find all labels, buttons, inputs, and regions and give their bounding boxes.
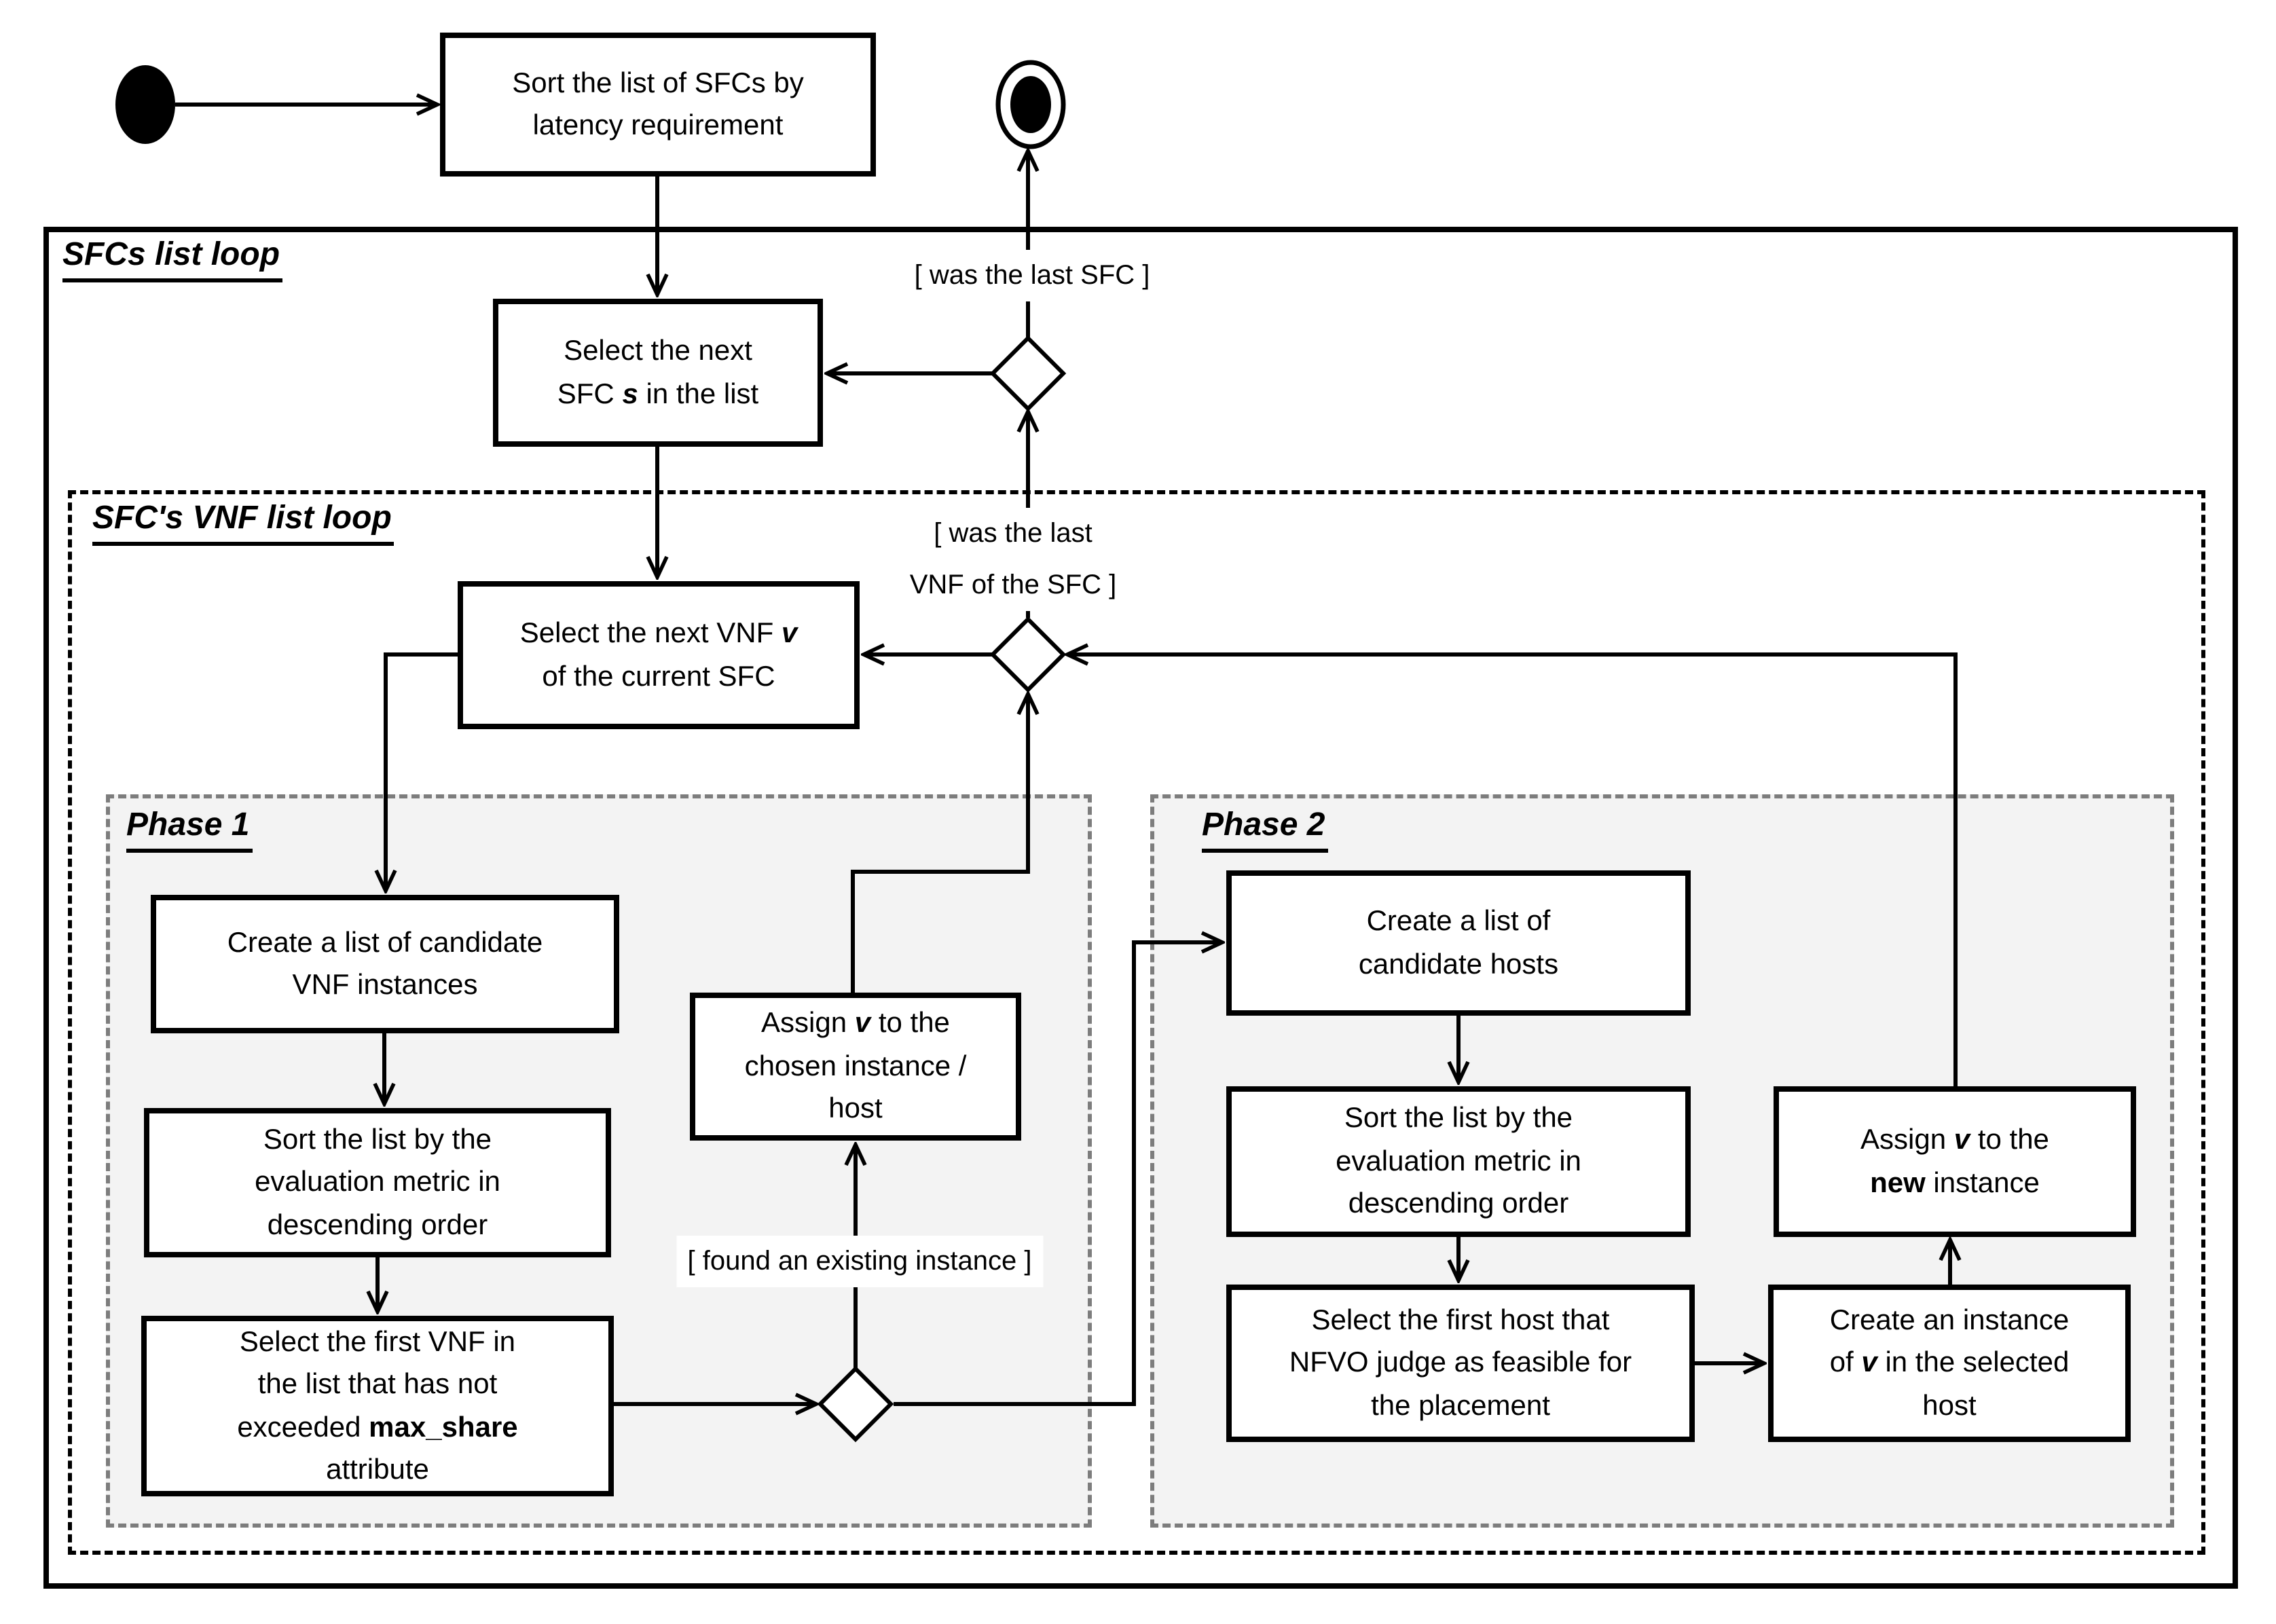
activity-sort-by-metric-phase1-text: Sort the list by the evaluation metric i… — [255, 1124, 500, 1241]
edge-assign-new-to-decision-last-vnf — [1067, 654, 1958, 1086]
frame-sfcs-list-loop — [43, 227, 2238, 1589]
decision-last-sfc-diamond — [989, 335, 1067, 412]
initial-node — [115, 65, 175, 144]
activity-select-next-vnf: Select the next VNF v of the current SFC — [458, 581, 860, 729]
activity-create-instance: Create an instance of v in the selected … — [1768, 1285, 2131, 1442]
edge-assign-chosen-to-decision-last-vnf — [851, 694, 1028, 993]
decision-existing-instance-diamond — [817, 1365, 894, 1443]
activity-select-first-vnf-text: Select the first VNF in the list that ha… — [237, 1326, 518, 1485]
activity-assign-v-new: Assign v to the new instance — [1774, 1086, 2136, 1237]
activity-assign-v-chosen: Assign v to the chosen instance / host — [690, 993, 1021, 1141]
activity-create-vnf-candidate-list: Create a list of candidate VNF instances — [151, 895, 619, 1033]
decision-last-vnf-diamond — [989, 616, 1067, 693]
activity-create-host-candidate-list: Create a list of candidate hosts — [1226, 870, 1691, 1016]
frame-vnf-list-loop — [68, 490, 2205, 1555]
activity-select-next-vnf-text: Select the next VNF v of the current SFC — [519, 618, 798, 692]
vnf-list-loop-label: SFC's VNF list loop — [92, 500, 394, 546]
activity-sort-by-metric-phase2-text: Sort the list by the evaluation metric i… — [1336, 1103, 1581, 1220]
guard-was-last-vnf: [ was the last VNF of the SFC ] — [898, 508, 1128, 611]
sfcs-list-loop-label: SFCs list loop — [62, 236, 283, 282]
activity-sort-sfcs: Sort the list of SFCs by latency require… — [440, 33, 876, 177]
final-node — [995, 60, 1066, 149]
activity-sort-sfcs-text: Sort the list of SFCs by latency require… — [512, 67, 804, 141]
activity-assign-v-new-text: Assign v to the new instance — [1860, 1124, 2049, 1198]
phase1-label: Phase 1 — [126, 807, 253, 853]
activity-select-first-host: Select the first host that NFVO judge as… — [1226, 1285, 1695, 1442]
activity-select-next-sfc: Select the next SFC s in the list — [493, 299, 823, 447]
activity-create-vnf-candidate-list-text: Create a list of candidate VNF instances — [227, 927, 543, 1001]
activity-select-first-vnf: Select the first VNF in the list that ha… — [141, 1316, 614, 1496]
activity-select-first-host-text: Select the first host that NFVO judge as… — [1289, 1304, 1632, 1422]
activity-sort-by-metric-phase2: Sort the list by the evaluation metric i… — [1226, 1086, 1691, 1237]
phase2-label: Phase 2 — [1202, 807, 1328, 853]
activity-create-instance-text: Create an instance of v in the selected … — [1829, 1304, 2070, 1422]
activity-select-next-sfc-text: Select the next SFC s in the list — [557, 335, 759, 409]
guard-found-existing-instance: [ found an existing instance ] — [676, 1236, 1043, 1287]
activity-create-host-candidate-list-text: Create a list of candidate hosts — [1358, 906, 1559, 980]
edge-select-vnf-to-create-vnf-candidates — [386, 652, 458, 891]
edge-decision-existing-to-create-host-candidates — [894, 942, 1222, 1406]
activity-assign-v-chosen-text: Assign v to the chosen instance / host — [744, 1008, 967, 1125]
activity-sort-by-metric-phase1: Sort the list by the evaluation metric i… — [144, 1108, 611, 1257]
guard-was-last-sfc: [ was the last SFC ] — [903, 250, 1161, 301]
